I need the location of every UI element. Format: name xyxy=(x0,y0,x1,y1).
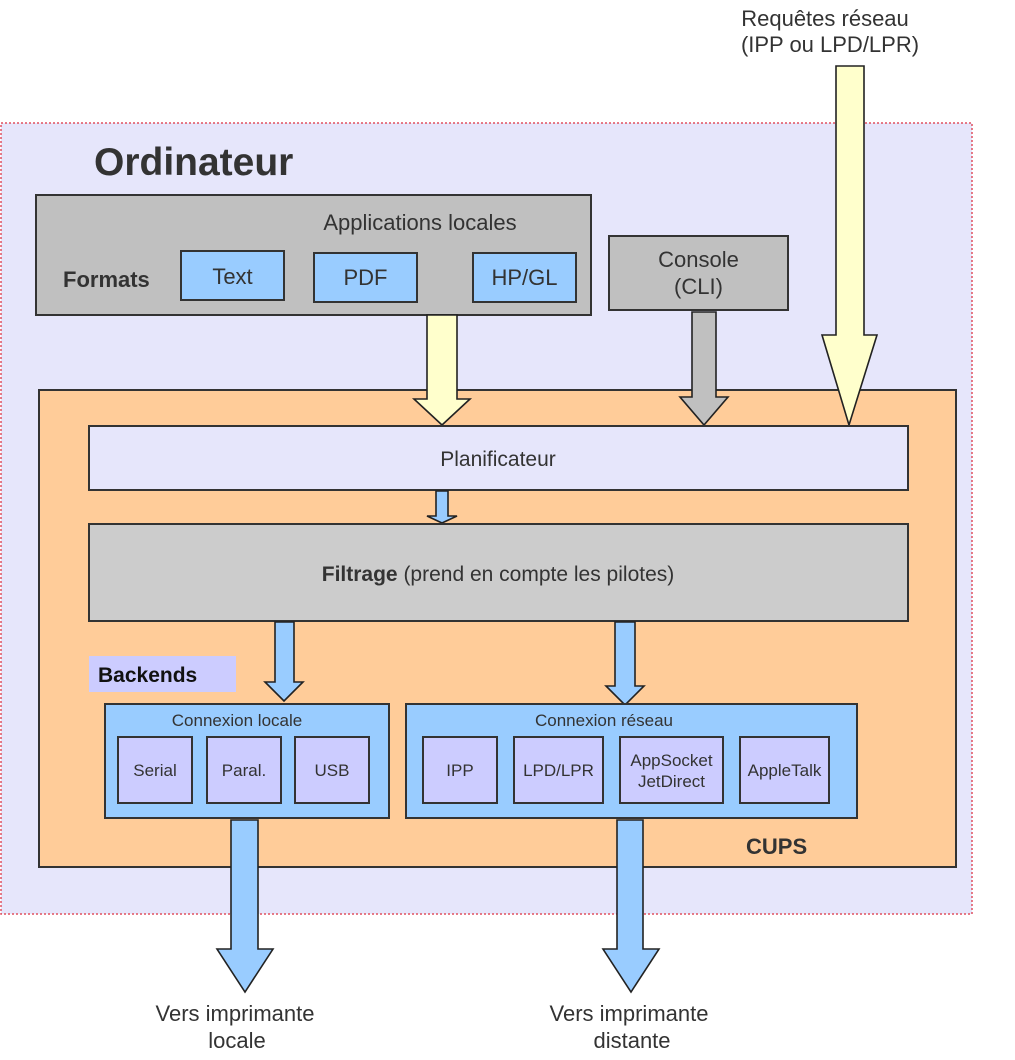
local-printer-line1: Vers imprimante xyxy=(156,1001,315,1026)
format-text-label: Text xyxy=(212,264,252,289)
backend-appletalk-label: AppleTalk xyxy=(748,761,822,780)
backend-ipp-box xyxy=(422,736,498,804)
local-printer-line2: locale xyxy=(208,1028,265,1053)
filtering-box xyxy=(88,523,909,622)
format-hpgl-box xyxy=(472,252,577,303)
arrow-filtering-to-network xyxy=(604,621,646,707)
local-apps-title: Applications locales xyxy=(323,210,516,235)
console-line1: Console xyxy=(658,247,739,272)
network-requests-line1: Requêtes réseau xyxy=(741,6,909,31)
console-box xyxy=(608,235,789,311)
backends-label: Backends xyxy=(98,664,197,687)
network-requests-line2: (IPP ou LPD/LPR) xyxy=(741,32,919,57)
format-text-box xyxy=(180,250,285,301)
backend-parallel-label: Paral. xyxy=(222,761,266,780)
arrow-to-local-printer xyxy=(215,819,275,994)
backend-appsocket-label-1: AppSocket xyxy=(630,751,712,770)
backend-parallel-box xyxy=(206,736,282,804)
format-pdf-label: PDF xyxy=(344,265,388,290)
cups-label: CUPS xyxy=(746,834,807,859)
backend-usb-label: USB xyxy=(315,761,350,780)
arrow-console-to-scheduler xyxy=(678,311,730,427)
formats-label: Formats xyxy=(63,267,150,292)
backend-serial-box xyxy=(117,736,193,804)
backend-usb-box xyxy=(294,736,370,804)
network-connection-title: Connexion réseau xyxy=(535,711,673,730)
arrow-apps-to-scheduler xyxy=(411,314,473,427)
filtering-label-bold: Filtrage xyxy=(322,563,398,586)
arrow-filtering-to-local xyxy=(263,621,305,703)
backend-lpd-box xyxy=(513,736,604,804)
backend-ipp-label: IPP xyxy=(446,761,473,780)
computer-title: Ordinateur xyxy=(94,141,293,184)
backend-serial-label: Serial xyxy=(133,761,176,780)
remote-printer-line2: distante xyxy=(593,1028,670,1053)
backend-appsocket-label-2: JetDirect xyxy=(638,772,705,791)
format-pdf-box xyxy=(313,252,418,303)
arrow-scheduler-to-filtering xyxy=(426,490,458,524)
backend-appsocket-box xyxy=(619,736,724,804)
backend-appletalk-box xyxy=(739,736,830,804)
remote-printer-line1: Vers imprimante xyxy=(550,1001,709,1026)
filtering-label: Filtrage (prend en compte les pilotes) xyxy=(322,563,675,586)
arrow-to-remote-printer xyxy=(601,819,661,994)
format-hpgl-label: HP/GL xyxy=(491,265,557,290)
local-connection-title: Connexion locale xyxy=(172,711,302,730)
backend-lpd-label: LPD/LPR xyxy=(523,761,594,780)
console-line2: (CLI) xyxy=(674,274,723,299)
arrow-network-to-scheduler xyxy=(820,65,879,428)
scheduler-box xyxy=(88,425,909,491)
scheduler-label: Planificateur xyxy=(440,448,556,471)
filtering-label-rest: (prend en compte les pilotes) xyxy=(398,563,675,586)
backends-label-bg xyxy=(89,656,236,692)
